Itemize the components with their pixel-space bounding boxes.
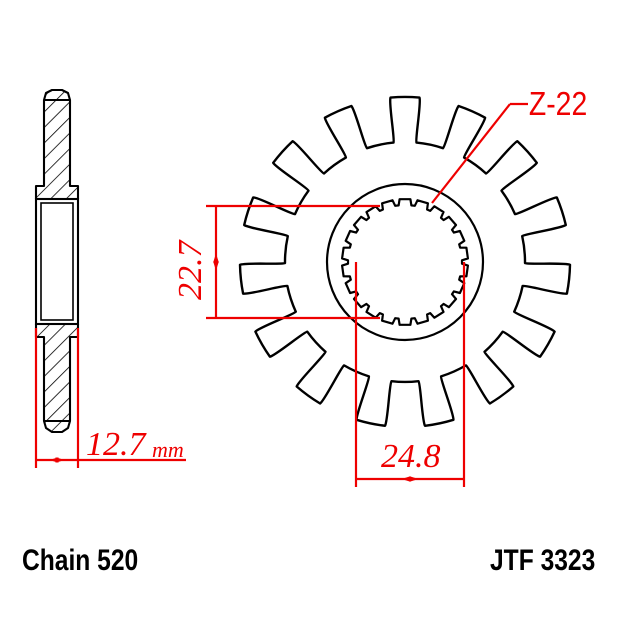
label-z-22: Z-22 (529, 85, 587, 123)
sprocket-spline-profile (341, 198, 469, 326)
label-22-7: 22.7 (172, 239, 209, 301)
dimension-12-7 (34, 328, 186, 468)
side-view-upper-tooth-fill (36, 90, 78, 199)
side-view-upper-tooth-outline (34, 88, 80, 201)
label-mm-unit: mm (152, 437, 184, 462)
side-section-view (34, 88, 80, 434)
sprocket-front-view (238, 95, 572, 427)
label-24-8: 24.8 (381, 438, 441, 475)
label-12-7: 12.7 (86, 426, 148, 463)
dimension-annotations (34, 102, 528, 487)
chain-size-label: Chain 520 (22, 544, 139, 577)
leader-diagonal (431, 103, 511, 204)
spline-callout-leader (431, 102, 528, 204)
dimension-22-7 (206, 204, 380, 320)
part-number-label: JTF 3323 (490, 544, 596, 577)
side-view-hub-inner-wall (40, 202, 74, 321)
side-view-lower-tooth-fill (36, 324, 78, 432)
dimension-24-8 (354, 262, 466, 487)
dimension-text-group: Z-22 22.7 24.8 12.7 mm (86, 85, 587, 475)
